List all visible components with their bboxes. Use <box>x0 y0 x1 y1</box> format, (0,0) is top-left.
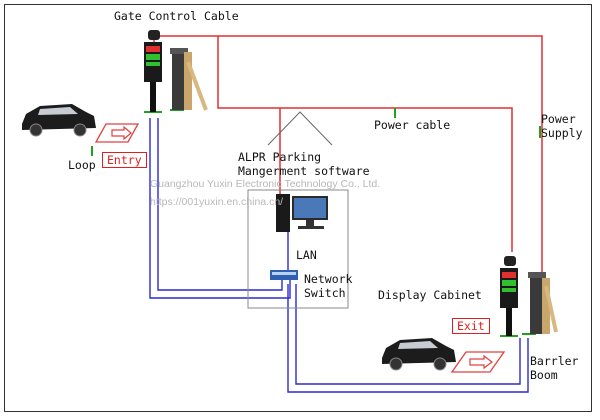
label-entry: Entry <box>102 152 147 168</box>
label-power-cable: Power cable <box>374 118 450 132</box>
label-exit: Exit <box>452 318 490 334</box>
camera-pole-icon <box>144 30 162 112</box>
computer-icon <box>276 194 328 232</box>
car-icon <box>382 338 456 370</box>
label-lan: LAN <box>296 248 317 262</box>
label-alpr-software: ALPR Parking Mangerment software <box>238 150 370 178</box>
arrow-icon <box>112 127 131 139</box>
power-cable-line <box>218 36 512 252</box>
label-power-supply: Power Supply <box>541 112 583 140</box>
camera-pole-icon <box>500 256 518 336</box>
exit-loop <box>452 352 504 372</box>
network-switch-icon <box>270 270 298 280</box>
label-loop: Loop <box>68 158 96 172</box>
arrow-icon <box>470 356 492 368</box>
barrier-gate-icon <box>170 48 206 110</box>
barrier-gate-icon <box>528 272 556 334</box>
label-network-switch: Network Switch <box>304 272 352 300</box>
label-gate-control-cable: Gate Control Cable <box>114 9 239 23</box>
watermark-company: Guangzhou Yuxin Electronic Technology Co… <box>150 178 380 190</box>
label-display-cabinet: Display Cabinet <box>378 288 482 302</box>
label-barrier-boom: Barrler Boom <box>530 354 578 382</box>
entry-network-line-outer <box>150 118 290 298</box>
car-icon <box>22 104 96 136</box>
software-callout <box>268 112 332 145</box>
watermark-url: https://001yuxin.en.china.cn/ <box>150 196 283 208</box>
